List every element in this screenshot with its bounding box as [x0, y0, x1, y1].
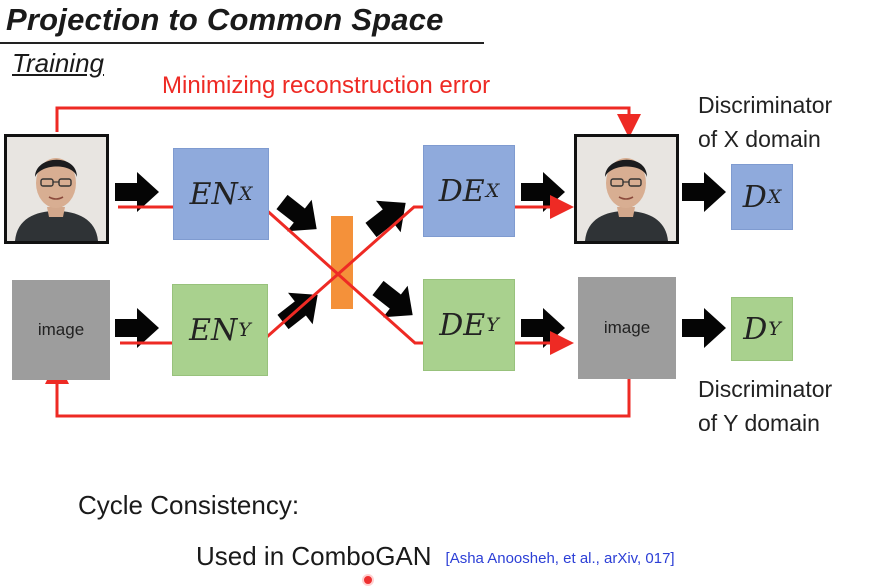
reconstruction-error-label: Minimizing reconstruction error [162, 72, 491, 99]
encoder-y-subscript: Y [238, 319, 251, 341]
output-photo [574, 134, 679, 244]
slide-title: Projection to Common Space [6, 2, 444, 37]
discriminator-x-subscript: X [767, 186, 782, 208]
black-arrow-icon [358, 187, 418, 246]
citation-link[interactable]: [Asha Anoosheh, et al., arXiv, 017] [445, 550, 675, 567]
used-in-line: Used in ComboGAN [Asha Anoosheh, et al., … [196, 541, 675, 572]
discriminator-y-label: D [743, 311, 768, 347]
latent-space-block [331, 216, 353, 309]
black-arrow-icon [269, 186, 329, 245]
discriminator-x-caption-line2: of X domain [698, 126, 821, 152]
title-underline [0, 42, 484, 44]
cycle-consistency-label: Cycle Consistency: [78, 490, 300, 520]
cycle-consistency-arrow [45, 354, 631, 418]
discriminator-y-caption-line2: of Y domain [698, 410, 820, 436]
discriminator-x-caption: Discriminator of X domain [698, 88, 832, 156]
black-arrow-icon [682, 308, 726, 348]
discriminator-y-caption: Discriminator of Y domain [698, 372, 832, 440]
encoder-x-subscript: X [238, 183, 253, 205]
encoder-y-label: EN [189, 312, 238, 348]
encoder-x-label: EN [189, 176, 238, 212]
output-image-placeholder: image [578, 277, 676, 379]
pointer-dot-icon [362, 574, 374, 586]
black-arrow-icon [682, 172, 726, 212]
discriminator-y-subscript: Y [768, 318, 781, 340]
used-in-text: Used in ComboGAN [196, 541, 432, 571]
input-image-placeholder: image [12, 280, 110, 380]
output-image-label: image [603, 318, 651, 337]
slide-subtitle: Training [12, 48, 105, 78]
decoder-x-label: DE [438, 173, 485, 209]
black-arrow-icon [365, 272, 425, 331]
person-photo-icon [577, 137, 676, 241]
decoder-x-subscript: X [485, 180, 500, 202]
discriminator-y-caption-line1: Discriminator [698, 376, 833, 402]
input-photo [4, 134, 109, 244]
input-image-label: image [37, 320, 85, 339]
reconstruction-error-arrow [55, 106, 641, 138]
discriminator-x-label: D [742, 179, 767, 215]
person-photo-icon [7, 137, 106, 241]
decoder-y-subscript: Y [486, 314, 499, 336]
decoder-y-label: DE [439, 307, 486, 343]
discriminator-x-caption-line1: Discriminator [698, 92, 833, 118]
